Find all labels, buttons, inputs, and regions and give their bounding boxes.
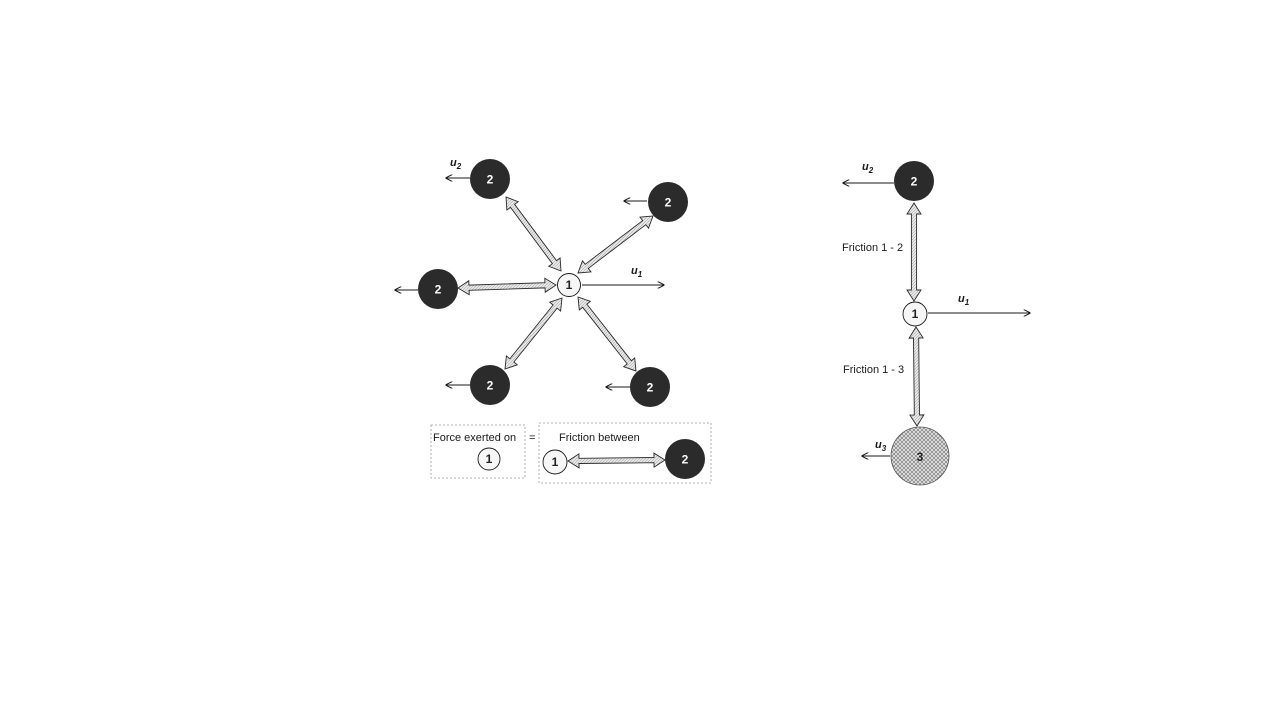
ball-2-left: 2	[418, 269, 458, 309]
legend-double-arrow	[567, 452, 666, 469]
svg-text:3: 3	[917, 450, 924, 464]
friction-arrow-1-3	[908, 326, 925, 427]
svg-text:2: 2	[665, 196, 672, 210]
right-friction-arrows	[906, 202, 925, 427]
svg-text:1: 1	[912, 307, 919, 321]
legend-friction-arrow	[567, 452, 666, 469]
friction-arrow-lower-left	[504, 297, 563, 370]
friction-arrow-1-2	[906, 202, 922, 302]
legend-force-text: Force exerted on	[433, 432, 516, 444]
svg-text:2: 2	[435, 283, 442, 297]
label-right-u2: u2	[862, 161, 874, 175]
ball-2-top: 2	[470, 159, 510, 199]
friction-arrow-lower-right	[577, 296, 637, 372]
label-right-u3: u3	[875, 439, 887, 453]
right-ball-3: 3	[890, 426, 950, 486]
label-right-u1: u1	[958, 293, 970, 307]
ball-1-center: 1	[557, 273, 581, 297]
right-ball-1: 1	[902, 301, 928, 327]
legend-friction-text: Friction between	[559, 432, 640, 444]
svg-text:1: 1	[486, 452, 493, 466]
ball-2-lower-left: 2	[470, 365, 510, 405]
left-diagram: u1 u2 2 2 2 2 2 1	[395, 157, 688, 407]
label-u1: u1	[631, 265, 643, 279]
svg-text:1: 1	[552, 455, 559, 469]
label-u2: u2	[450, 157, 462, 171]
friction-arrow-left	[457, 277, 557, 296]
svg-text:2: 2	[682, 453, 689, 467]
legend-ball-2: 2	[665, 439, 705, 479]
legend-equals: =	[529, 432, 535, 444]
svg-text:2: 2	[911, 175, 918, 189]
label-friction-1-3: Friction 1 - 3	[843, 364, 904, 376]
svg-text:1: 1	[566, 278, 573, 292]
legend-ball-1: 1	[542, 449, 568, 475]
legend: Force exerted on 1 = Friction between 1 …	[430, 422, 712, 484]
label-friction-1-2: Friction 1 - 2	[842, 242, 903, 254]
legend-ball-1-force: 1	[477, 447, 501, 471]
ball-2-upper-right: 2	[648, 182, 688, 222]
svg-text:2: 2	[647, 381, 654, 395]
right-ball-2: 2	[894, 161, 934, 201]
svg-text:2: 2	[487, 379, 494, 393]
legend-box-force	[430, 424, 526, 479]
ball-2-lower-right: 2	[630, 367, 670, 407]
right-diagram: u1 u2 u3 Friction 1 - 2 Friction 1 - 3 2…	[842, 161, 1030, 486]
friction-arrow-top	[505, 196, 562, 272]
svg-text:2: 2	[487, 173, 494, 187]
legend-box-friction	[538, 422, 712, 484]
friction-arrow-upper-right	[577, 215, 654, 274]
left-friction-arrows	[457, 196, 654, 372]
